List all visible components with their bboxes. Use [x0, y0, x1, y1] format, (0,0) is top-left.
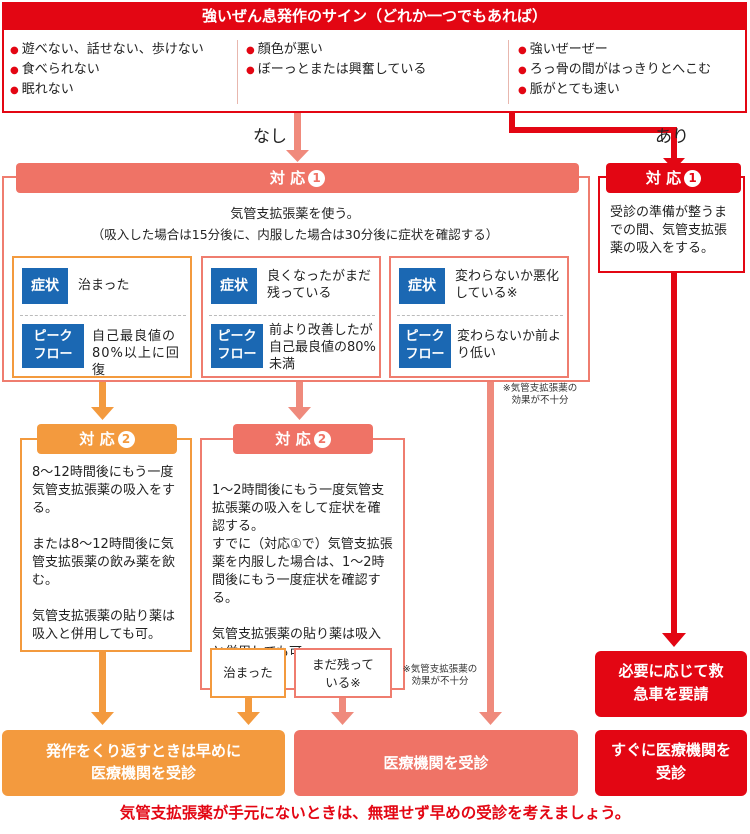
- response1-instruction: 気管支拡張薬を使う。: [230, 207, 360, 222]
- number-badge: 2: [117, 431, 135, 448]
- signs-column-2: 顔色が悪い ぼーっとまたは興奮している: [246, 40, 496, 80]
- peakflow-tag-line: ピーク: [217, 329, 257, 344]
- outcome-visit-box: 医療機関を受診: [294, 730, 578, 796]
- case-symptom-text: 変わらないか悪化している※: [455, 269, 560, 301]
- case-symptom-text: 治まった: [78, 278, 130, 293]
- case-symptom-text: 良くなったがまだ残っている: [267, 269, 372, 301]
- peakflow-tag-line: フロー: [33, 347, 73, 362]
- sign-item: 顔色が悪い: [246, 40, 496, 60]
- response1-title: 対 応: [269, 169, 306, 187]
- symptom-tag: 症状: [399, 268, 445, 304]
- branch-no-label: なし: [253, 127, 287, 147]
- sign-item: 脈がとても速い: [518, 80, 743, 100]
- signs-column-3: 強いぜーぜー ろっ骨の間がはっきりとへこむ 脈がとても速い: [518, 40, 743, 100]
- sign-item: 眠れない: [10, 80, 235, 100]
- sign-item: 食べられない: [10, 60, 235, 80]
- sign-item: ろっ骨の間がはっきりとへこむ: [518, 60, 743, 80]
- peakflow-tag: ピークフロー: [22, 324, 84, 368]
- peakflow-tag-line: ピーク: [33, 329, 73, 344]
- number-badge: 1: [684, 170, 702, 187]
- peakflow-tag: ピークフロー: [211, 324, 263, 368]
- settled-option: 治まった: [210, 648, 286, 698]
- sign-item: 遊べない、話せない、歩けない: [10, 40, 235, 60]
- case-divider: [397, 315, 563, 316]
- branch-yes-label: あり: [655, 127, 689, 147]
- peakflow-tag-line: ピーク: [405, 329, 445, 344]
- note-bronchodilator: ※気管支拡張薬の効果が不十分: [402, 664, 478, 687]
- peakflow-tag: ピークフロー: [399, 324, 451, 368]
- sign-item: ぼーっとまたは興奮している: [246, 60, 496, 80]
- symptom-tag: 症状: [211, 268, 257, 304]
- note-bronchodilator: ※気管支拡張薬の効果が不十分: [502, 383, 578, 406]
- case-divider: [20, 315, 186, 316]
- symptom-tag: 症状: [22, 268, 68, 304]
- severe-signs-title: 強いぜん息発作のサイン（どれか一つでもあれば）: [2, 2, 747, 30]
- footer-note: 気管支拡張薬が手元にないときは、無理せず早めの受診を考えましょう。: [119, 804, 631, 822]
- response2-title: 対 応: [275, 430, 311, 448]
- peakflow-tag-line: フロー: [405, 347, 445, 362]
- response1-note: （吸入した場合は15分後に、内服した場合は30分後に症状を確認する）: [91, 227, 499, 242]
- case-remaining-box: 症状 良くなったがまだ残っている ピークフロー 前より改善したが自己最良値の80…: [201, 256, 381, 378]
- case-worse-box: 症状 変わらないか悪化している※ ピークフロー 変わらないか前より低い: [389, 256, 569, 378]
- response2-title: 対 応: [79, 430, 115, 448]
- signs-column-1: 遊べない、話せない、歩けない 食べられない 眠れない: [10, 40, 235, 100]
- case-peak-text: 前より改善したが自己最良値の80%未満: [269, 323, 376, 372]
- response2-left-box: 8～12時間後にもう一度気管支拡張薬の吸入をする。 または8～12時間後に気管支…: [20, 438, 192, 652]
- outcome-immediate-box: すぐに医療機関を受診: [595, 730, 747, 796]
- still-remaining-option: まだ残っている※: [294, 648, 392, 698]
- sign-item: 強いぜーぜー: [518, 40, 743, 60]
- response1-title: 対 応: [645, 169, 682, 187]
- case-peak-text: 自己最良値の80%以上に回復: [92, 329, 180, 378]
- outcome-repeat-box: 発作をくり返すときは早めに医療機関を受診: [2, 730, 285, 796]
- number-badge: 1: [308, 170, 326, 187]
- signs-divider: [508, 40, 509, 104]
- outcome-ambulance-box: 必要に応じて救急車を要請: [595, 651, 747, 717]
- case-peak-text: 変わらないか前より低い: [457, 329, 562, 361]
- number-badge: 2: [313, 431, 331, 448]
- response2-middle-text: 1～2時間後にもう一度気管支拡張薬の吸入をして症状を確認する。 すでに（対応①で…: [212, 483, 393, 660]
- signs-divider: [237, 40, 238, 104]
- case-divider: [209, 315, 375, 316]
- peakflow-tag-line: フロー: [217, 347, 257, 362]
- case-settled-box: 症状 治まった ピークフロー 自己最良値の80%以上に回復: [12, 256, 192, 378]
